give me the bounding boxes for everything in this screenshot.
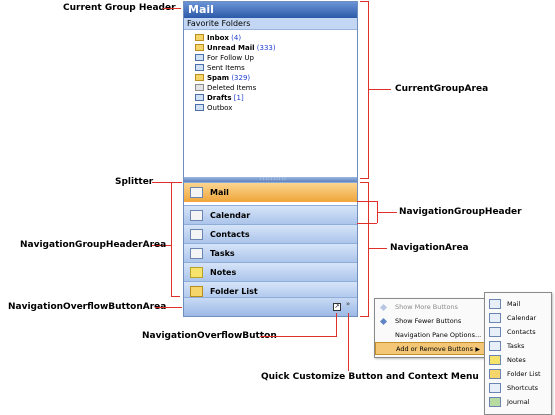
splitter-grip: :::::::::: [260,176,287,182]
shortcuts-icon [489,383,501,393]
submenu-item-folder-list[interactable]: Folder List [485,367,551,381]
show-fewer-icon [379,317,388,326]
navigation-overflow-button-area: ↗ » [184,297,357,316]
submenu-item-tasks[interactable]: Tasks [485,339,551,353]
follow-up-icon [195,54,204,61]
folder-item-deleted-items[interactable]: Deleted Items [195,83,256,93]
tasks-icon [190,248,203,259]
folder-item-sent-items[interactable]: Sent Items [195,63,245,73]
mail-icon [489,299,501,309]
callout-current-group-header: Current Group Header [63,3,176,13]
folder-item-unread-mail[interactable]: Unread Mail (333) [195,43,276,53]
add-remove-submenu: Mail Calendar Contacts Tasks Notes Folde… [484,292,552,415]
deleted-items-icon [195,84,204,91]
favorite-folders-label: Favorite Folders [184,18,357,30]
notes-icon [190,267,203,278]
submenu-item-mail[interactable]: Mail [485,297,551,311]
bracket-current-group-area [360,1,369,179]
bracket-navigation-group-header-area [171,182,180,297]
splitter[interactable]: :::::::::: [184,177,357,182]
menu-item-show-more-buttons[interactable]: Show More Buttons [375,301,485,314]
submenu-item-journal[interactable]: Journal [485,395,551,409]
menu-item-show-fewer-buttons[interactable]: Show Fewer Buttons [375,315,485,328]
folder-item-inbox[interactable]: Inbox (4) [195,33,241,43]
navigation-overflow-button[interactable]: ↗ [333,303,341,311]
leader-line [369,248,387,249]
folder-list-icon [190,286,203,297]
callout-splitter: Splitter [115,177,154,187]
submenu-item-calendar[interactable]: Calendar [485,311,551,325]
folder-item-drafts[interactable]: Drafts [1] [195,93,244,103]
menu-item-navigation-pane-options[interactable]: Navigation Pane Options... [395,331,482,339]
leader-line [152,182,182,183]
nav-button-contacts[interactable]: Contacts [184,224,357,244]
folder-icon [195,74,204,81]
nav-button-folder-list[interactable]: Folder List [184,281,357,301]
contacts-icon [489,327,501,337]
nav-button-tasks[interactable]: Tasks [184,243,357,263]
drafts-icon [195,94,204,101]
callout-navigation-overflow-button-area: NavigationOverflowButtonArea [8,302,167,312]
quick-customize-button[interactable]: » [345,300,351,308]
leader-line [260,336,336,337]
submenu-arrow-icon: ▶ [475,346,480,353]
tasks-icon [489,341,501,351]
leader-line [377,212,397,213]
inbox-icon [195,34,204,41]
context-menu: Show More Buttons Show Fewer Buttons Nav… [374,298,486,358]
folder-item-spam[interactable]: Spam (329) [195,73,250,83]
leader-line [336,313,337,337]
callout-navigation-area: NavigationArea [390,243,469,253]
shortcut-arrow-icon: ↗ [334,303,340,310]
callout-current-group-area: CurrentGroupArea [395,84,489,94]
nav-button-calendar[interactable]: Calendar [184,205,357,225]
submenu-item-contacts[interactable]: Contacts [485,325,551,339]
menu-item-add-or-remove-buttons[interactable]: Add or Remove Buttons ▶ [375,342,485,355]
mail-icon [190,187,203,198]
leader-line [155,307,182,308]
callout-navigation-group-header: NavigationGroupHeader [399,207,522,217]
current-group-header: Mail [184,2,357,18]
bracket-navigation-area [360,182,369,317]
contacts-icon [190,229,203,240]
navigation-pane: Mail Favorite Folders Inbox (4) Unread M… [183,1,358,317]
folder-item-for-follow-up[interactable]: For Follow Up [195,53,254,63]
submenu-item-notes[interactable]: Notes [485,353,551,367]
leader-line [348,313,349,371]
nav-button-notes[interactable]: Notes [184,262,357,282]
show-more-icon [379,303,388,312]
leader-line [151,245,171,246]
sent-items-icon [195,64,204,71]
leader-line [357,201,377,202]
folder-list-icon [489,369,501,379]
nav-button-mail[interactable]: Mail [184,182,357,202]
search-folder-icon [195,44,204,51]
journal-icon [489,397,501,407]
notes-icon [489,355,501,365]
calendar-icon [190,210,203,221]
outbox-icon [195,104,204,111]
leader-line [357,223,377,224]
submenu-item-shortcuts[interactable]: Shortcuts [485,381,551,395]
callout-navigation-group-header-area: NavigationGroupHeaderArea [20,240,167,250]
callout-navigation-overflow-button: NavigationOverflowButton [142,331,277,341]
leader-line [369,89,391,90]
folder-item-outbox[interactable]: Outbox [195,103,232,113]
leader-line [163,8,181,9]
calendar-icon [489,313,501,323]
callout-quick-customize: Quick Customize Button and Context Menu [261,372,479,382]
